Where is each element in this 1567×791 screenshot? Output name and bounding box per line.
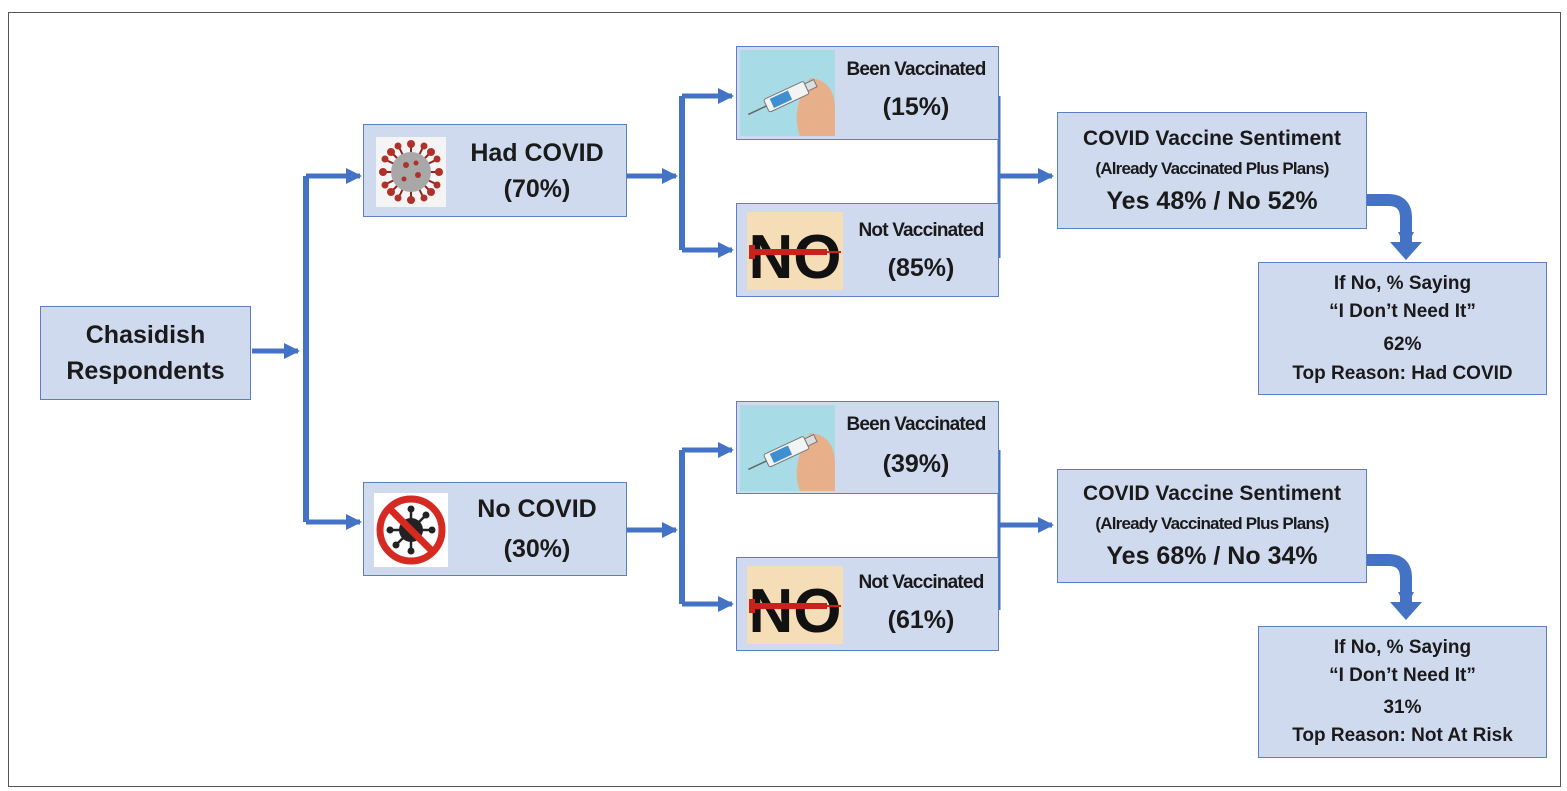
arrow-to-nc-reason [1367, 554, 1414, 608]
nc-vaccinated-percent: (39%) [882, 450, 950, 478]
hc-vaccinated-box: Been Vaccinated (15%) [736, 46, 999, 140]
coronavirus-icon [376, 137, 446, 207]
nc-reason-percent: 31% [1383, 697, 1422, 718]
no-vaccine-icon: NO [747, 212, 843, 290]
no-vaccine-icon-text: NO [749, 577, 842, 644]
hc-vaccinated-label: Been Vaccinated [846, 59, 986, 80]
hc-reason-line2: “I Don’t Need It” [1329, 301, 1476, 322]
hc-not-vaccinated-percent: (85%) [887, 254, 955, 282]
no-covid-percent: (30%) [503, 535, 571, 563]
nc-not-vaccinated-box: NO Not Vaccinated (61%) [736, 557, 999, 651]
nc-vaccinated-box: Been Vaccinated (39%) [736, 401, 999, 494]
nc-vaccinated-label: Been Vaccinated [846, 414, 986, 435]
nc-reason-top: Top Reason: Not At Risk [1292, 725, 1513, 746]
hc-sentiment-subtitle: (Already Vaccinated Plus Plans) [1095, 159, 1329, 178]
nc-sentiment-title: COVID Vaccine Sentiment [1083, 482, 1341, 505]
nc-reason-arrowhead [1390, 602, 1422, 620]
hc-sentiment-box: COVID Vaccine Sentiment (Already Vaccina… [1057, 112, 1367, 229]
hc-reason-box: If No, % Saying “I Don’t Need It” 62% To… [1258, 262, 1547, 395]
nc-not-vaccinated-label: Not Vaccinated [858, 572, 984, 593]
hc-reason-top: Top Reason: Had COVID [1292, 363, 1513, 384]
syringe-icon [740, 405, 835, 491]
no-vaccine-icon-text: NO [749, 223, 842, 290]
no-covid-title: No COVID [477, 495, 597, 523]
syringe-icon [740, 50, 835, 136]
hc-sentiment-result: Yes 48% / No 52% [1106, 187, 1318, 215]
no-vaccine-icon: NO [747, 566, 843, 644]
hc-not-vaccinated-label: Not Vaccinated [858, 220, 984, 241]
had-covid-percent: (70%) [503, 175, 571, 203]
nc-reason-box: If No, % Saying “I Don’t Need It” 31% To… [1258, 626, 1547, 758]
diagram-border [8, 12, 1561, 787]
nc-sentiment-subtitle: (Already Vaccinated Plus Plans) [1095, 514, 1329, 533]
nc-sentiment-result: Yes 68% / No 34% [1106, 542, 1318, 570]
hc-vaccinated-percent: (15%) [882, 93, 950, 121]
had-covid-title: Had COVID [470, 139, 604, 167]
hc-not-vaccinated-box: NO Not Vaccinated (85%) [736, 203, 999, 297]
no-covid-box: No COVID (30%) [363, 482, 627, 576]
root-box: Chasidish Respondents [40, 306, 251, 400]
nc-reason-line2: “I Don’t Need It” [1329, 665, 1476, 686]
root-line1: Chasidish [85, 321, 206, 349]
nc-reason-line1: If No, % Saying [1333, 637, 1472, 658]
hc-sentiment-title: COVID Vaccine Sentiment [1083, 127, 1341, 150]
arrow-to-hc-reason [1367, 194, 1414, 248]
had-covid-box: Had COVID (70%) [363, 124, 627, 217]
nc-not-vaccinated-percent: (61%) [887, 606, 955, 634]
root-line2: Respondents [66, 357, 225, 385]
hc-reason-percent: 62% [1383, 334, 1422, 355]
nc-sentiment-box: COVID Vaccine Sentiment (Already Vaccina… [1057, 469, 1367, 583]
hc-reason-line1: If No, % Saying [1333, 273, 1472, 294]
hc-reason-arrowhead [1390, 242, 1422, 260]
no-virus-icon [374, 493, 448, 567]
